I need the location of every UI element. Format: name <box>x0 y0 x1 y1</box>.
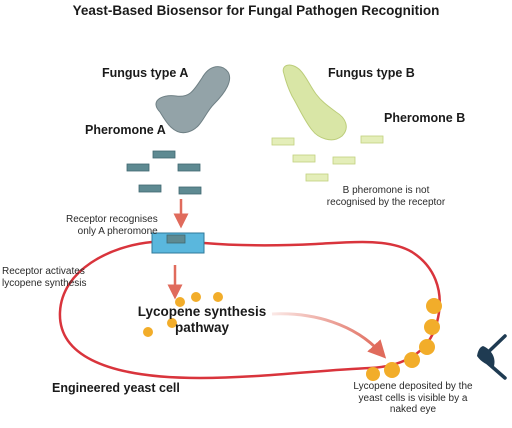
receptor-activates-note: Receptor activates lycopene synthesis <box>2 266 87 289</box>
deposit-line1: Lycopene deposited by the <box>353 381 473 392</box>
deposit-line2: yeast cells is visible by a <box>358 392 468 404</box>
deposit-note: Lycopene deposited by the yeast cells is… <box>348 381 478 416</box>
pathway-label: Lycopene synthesis pathway <box>128 304 276 335</box>
eye-icon <box>477 334 507 380</box>
fungus-b-shape <box>282 64 347 141</box>
receptor <box>151 232 205 254</box>
pheromone-a-label: Pheromone A <box>85 123 166 137</box>
pathway-line2: pathway <box>174 319 229 335</box>
lycopene-deposit <box>366 298 442 381</box>
receptor-recognises-line1: Receptor recognises <box>66 214 158 225</box>
lycopene-particles-inside <box>143 292 223 337</box>
pheromone-b-molecules <box>271 135 384 182</box>
pathway-line1: Lycopene synthesis <box>137 304 267 319</box>
b-not-recognised-line2: recognised by the receptor <box>326 196 446 208</box>
receptor-activates-line1: Receptor activates <box>2 266 85 277</box>
pheromone-b-label: Pheromone B <box>384 111 466 125</box>
yeast-cell-label: Engineered yeast cell <box>52 381 180 395</box>
pheromone-a-molecules <box>126 150 202 195</box>
b-not-recognised-note: B pheromone is not recognised by the rec… <box>310 185 462 208</box>
fungus-a-label: Fungus type A <box>102 66 189 80</box>
fungus-a-shape <box>155 66 231 134</box>
receptor-recognises-note: Receptor recognises only A pheromone <box>66 214 158 237</box>
arrow-pathway-to-deposit <box>271 312 387 359</box>
b-not-recognised-line1: B pheromone is not <box>342 185 430 196</box>
diagram-title: Yeast-Based Biosensor for Fungal Pathoge… <box>72 3 440 18</box>
yeast-cell-membrane <box>58 240 441 380</box>
deposit-line3: naked eye <box>389 404 437 415</box>
fungus-b-label: Fungus type B <box>328 66 415 80</box>
receptor-activates-line2: lycopene synthesis <box>2 277 87 289</box>
receptor-recognises-line2: only A pheromone <box>77 225 158 237</box>
